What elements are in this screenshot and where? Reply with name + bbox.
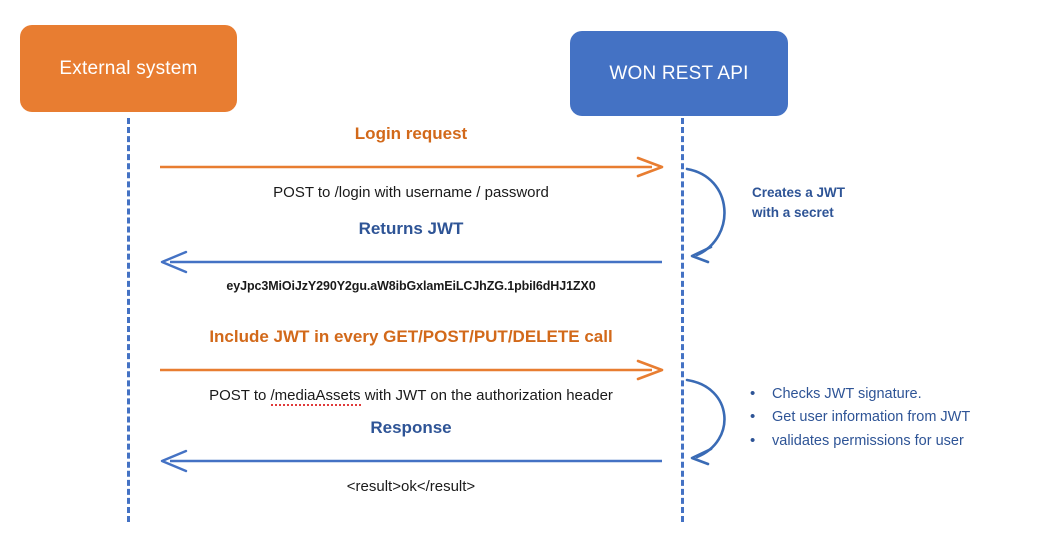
- message-returns-jwt-title: Returns JWT: [358, 219, 464, 238]
- message-response-title: Response: [370, 418, 452, 437]
- note-validates-jwt-item-2: Get user information from JWT: [772, 409, 971, 426]
- note-validates-jwt: • Checks JWT signature. • Get user informa…: [742, 383, 970, 453]
- arrow-right-orange-login: [160, 156, 664, 178]
- participant-won-rest-api[interactable]: WON REST API: [570, 31, 788, 116]
- bullet-icon: •: [750, 408, 756, 426]
- lifeline-external-system: [127, 118, 130, 522]
- message-response-subtitle: <result>ok</result>: [346, 478, 476, 495]
- note-creates-jwt-line-2: with a secret: [752, 205, 834, 221]
- message-include-jwt-subtitle: POST to /mediaAssets with JWT on the aut…: [160, 387, 662, 406]
- message-include-jwt-endpoint: /mediaAssets: [270, 387, 361, 406]
- message-include-jwt-title: Include JWT in every GET/POST/PUT/DELETE…: [209, 327, 613, 346]
- note-validates-jwt-item-3: validates permissions for user: [772, 432, 964, 449]
- lifeline-won-rest-api: [681, 118, 684, 522]
- participant-external-system-label: External system: [59, 57, 198, 79]
- curved-self-arrow-icon: [685, 167, 726, 264]
- curved-self-arrow-icon: [685, 378, 726, 466]
- message-login-request-subtitle: POST to /login with username / password: [273, 184, 549, 201]
- list-item: • Get user information from JWT: [742, 406, 970, 429]
- bullet-icon: •: [750, 431, 756, 449]
- arrow-left-blue-response: [160, 449, 662, 473]
- self-call-validates-jwt: [681, 374, 751, 474]
- self-call-creates-jwt: [681, 163, 751, 273]
- participant-won-rest-api-label: WON REST API: [609, 62, 749, 84]
- message-include-jwt-subtitle-after: with JWT on the authorization header: [360, 387, 613, 404]
- message-include-jwt-subtitle-before: POST to: [209, 387, 271, 404]
- arrow-right-orange-include-jwt: [160, 359, 664, 381]
- note-validates-jwt-list: • Checks JWT signature. • Get user informa…: [742, 383, 970, 453]
- list-item: • validates permissions for user: [742, 430, 970, 453]
- note-creates-jwt-line-1: Creates a JWT: [752, 185, 846, 200]
- message-login-request-title: Login request: [354, 124, 468, 143]
- message-returns-jwt-subtitle: eyJpc3MiOiJzY290Y2gu.aW8ibGxlamEiLCJhZG.…: [226, 279, 596, 293]
- arrow-left-blue-returns-jwt: [160, 250, 662, 274]
- note-validates-jwt-item-1: Checks JWT signature.: [772, 386, 922, 402]
- list-item: • Checks JWT signature.: [742, 383, 970, 406]
- participant-external-system[interactable]: External system: [20, 25, 237, 112]
- bullet-icon: •: [750, 385, 756, 402]
- note-creates-jwt: Creates a JWT with a secret: [752, 183, 845, 224]
